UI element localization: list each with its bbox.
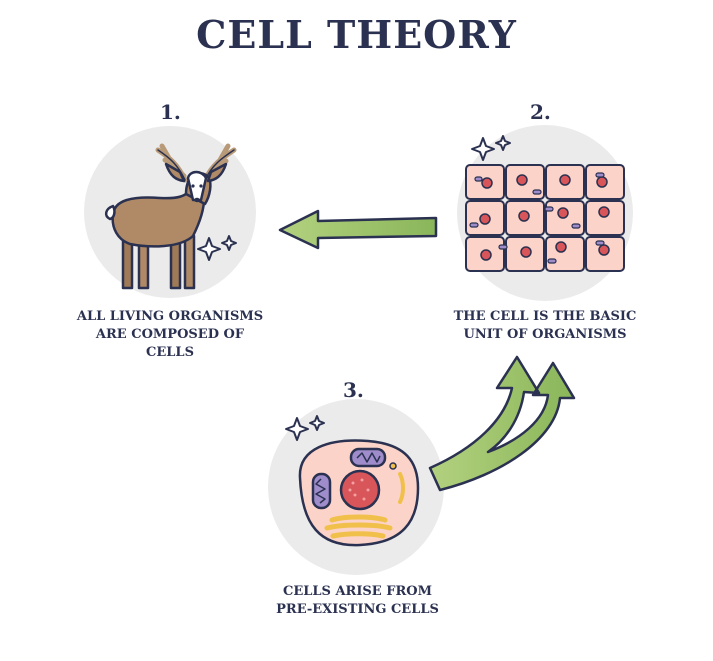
deer-illustration bbox=[104, 143, 237, 290]
tissue-cells bbox=[465, 164, 625, 272]
caption-line: PRE-EXISTING CELLS bbox=[276, 602, 439, 617]
step-2-number: 2. bbox=[530, 100, 551, 124]
caption-line: THE CELL IS THE BASIC bbox=[453, 309, 637, 324]
step-1-caption: ALL LIVING ORGANISMS ARE COMPOSED OF CEL… bbox=[60, 308, 280, 362]
caption-line: CELLS ARISE FROM bbox=[283, 584, 432, 599]
step-1-number: 1. bbox=[160, 100, 181, 124]
single-cell bbox=[298, 439, 420, 547]
caption-line: CELLS bbox=[146, 345, 194, 360]
step-3-caption: CELLS ARISE FROM PRE-EXISTING CELLS bbox=[250, 583, 465, 619]
caption-line: ALL LIVING ORGANISMS bbox=[76, 309, 264, 324]
sparkle-icon bbox=[197, 135, 511, 441]
split-arrow bbox=[428, 355, 576, 492]
step-3-number: 3. bbox=[343, 378, 364, 402]
diagram-title: CELL THEORY bbox=[196, 12, 517, 57]
caption-line: ARE COMPOSED OF bbox=[95, 327, 245, 342]
step-2-caption: THE CELL IS THE BASIC UNIT OF ORGANISMS bbox=[430, 308, 660, 344]
caption-line: UNIT OF ORGANISMS bbox=[463, 327, 627, 342]
left-arrow bbox=[278, 209, 438, 250]
